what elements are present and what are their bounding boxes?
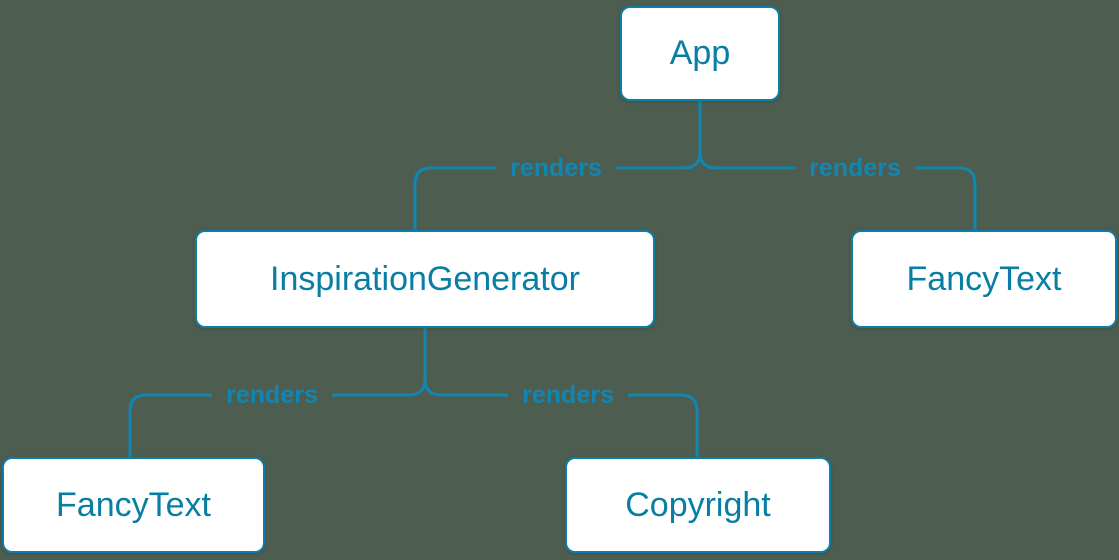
node-fancytext-top-label: FancyText (906, 259, 1062, 298)
edge-label-gap (496, 151, 616, 185)
edge-label-renders: renders (522, 381, 614, 409)
node-copyright: Copyright (565, 457, 831, 553)
node-copyright-label: Copyright (625, 485, 771, 524)
edge-label-renders: renders (510, 154, 602, 182)
node-inspiration-generator: InspirationGenerator (195, 230, 655, 328)
edge-label-gap (212, 378, 332, 412)
node-inspiration-generator-label: InspirationGenerator (270, 259, 580, 298)
node-app: App (620, 6, 780, 101)
edge-label-gap (795, 151, 915, 185)
edge-label-gap (508, 378, 628, 412)
node-fancytext-bottom-label: FancyText (56, 485, 211, 524)
node-app-label: App (669, 34, 731, 72)
edge-label-renders: renders (226, 381, 318, 409)
node-fancytext-bottom: FancyText (2, 457, 265, 553)
edge-label-renders: renders (809, 154, 901, 182)
node-fancytext-top: FancyText (851, 230, 1117, 328)
